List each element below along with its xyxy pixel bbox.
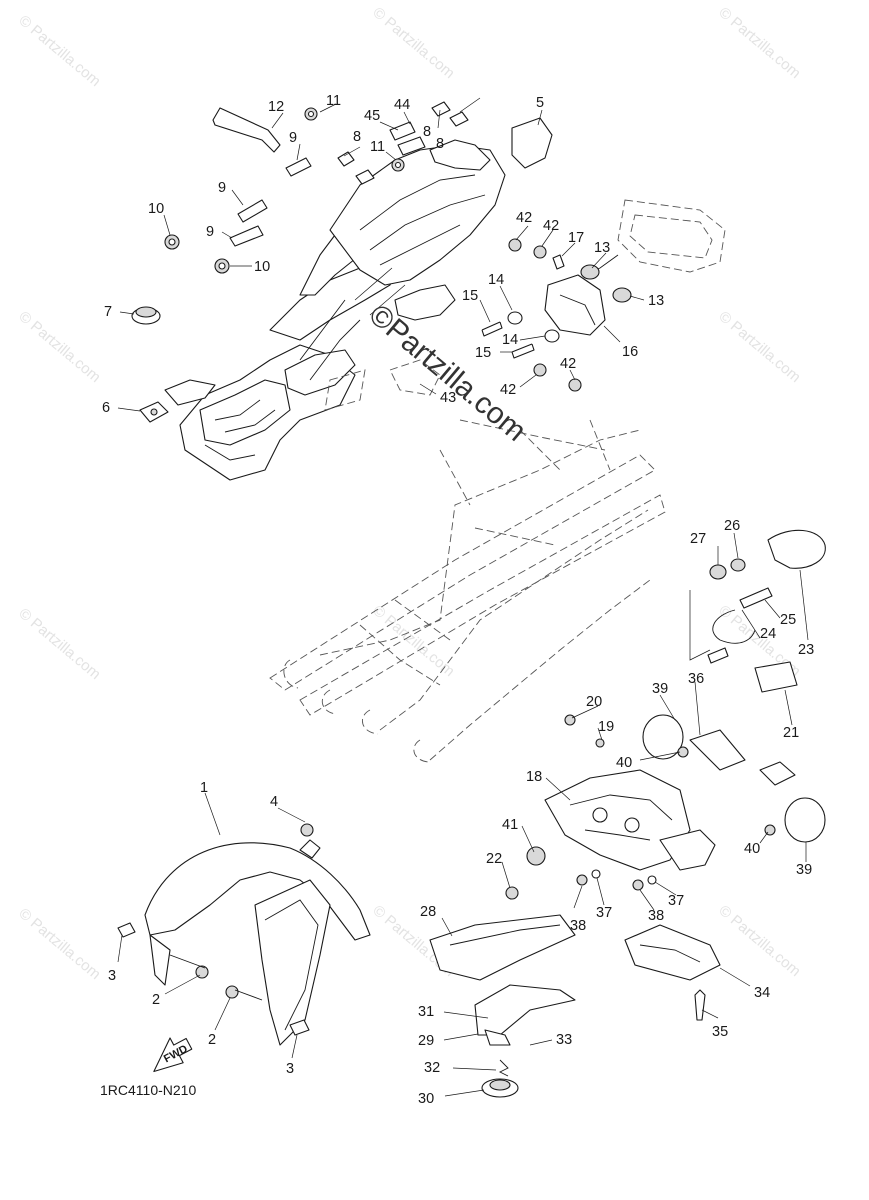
watermark: © Partzilla.com bbox=[715, 902, 803, 980]
rear-license-assembly bbox=[429, 529, 826, 1098]
callout-label: 44 bbox=[394, 97, 410, 113]
callout-label: 33 bbox=[556, 1032, 572, 1048]
callout-label: 25 bbox=[780, 612, 796, 628]
watermark-main: ©Partzilla.com bbox=[363, 298, 533, 448]
callout-label: 20 bbox=[586, 694, 602, 710]
callout-label: 22 bbox=[486, 851, 502, 867]
callout-label: 11 bbox=[370, 139, 385, 155]
callout-label: 14 bbox=[502, 332, 518, 348]
callout-label: 16 bbox=[622, 344, 638, 360]
callout-label: 15 bbox=[462, 288, 478, 304]
callout-label: 23 bbox=[798, 642, 814, 658]
callout-label: 3 bbox=[286, 1061, 294, 1077]
callout-label: 36 bbox=[688, 671, 704, 687]
callout-label: 9 bbox=[206, 224, 214, 240]
part-6-clip bbox=[139, 401, 169, 423]
callout-label: 6 bbox=[102, 400, 110, 416]
rear-fender-assembly bbox=[164, 139, 506, 481]
callout-label: 9 bbox=[289, 130, 297, 146]
callout-label: 42 bbox=[516, 210, 532, 226]
callout-label: 2 bbox=[208, 1032, 216, 1048]
watermark: © Partzilla.com bbox=[715, 308, 803, 386]
callout-label: 2 bbox=[152, 992, 160, 1008]
watermark: © Partzilla.com bbox=[15, 905, 103, 983]
callout-label: 31 bbox=[418, 1004, 434, 1020]
watermark: © Partzilla.com bbox=[369, 602, 457, 680]
part-12-handle bbox=[212, 107, 281, 153]
callout-label: 35 bbox=[712, 1024, 728, 1040]
callout-label: 10 bbox=[148, 201, 164, 217]
watermark: © Partzilla.com bbox=[15, 12, 103, 90]
callout-label: 21 bbox=[783, 725, 799, 741]
callout-label: 39 bbox=[652, 681, 668, 697]
callout-label: 8 bbox=[353, 129, 361, 145]
callout-label: 40 bbox=[744, 841, 760, 857]
watermark: © Partzilla.com bbox=[15, 308, 103, 386]
part-9-rubber-strips bbox=[229, 157, 312, 247]
callout-label: 4 bbox=[270, 794, 278, 810]
watermark: © Partzilla.com bbox=[369, 4, 457, 82]
part-5-cover bbox=[511, 117, 553, 169]
diagram-code: 1RC4110-N210 bbox=[100, 1082, 196, 1098]
callout-label: 34 bbox=[754, 985, 770, 1001]
callout-label: 39 bbox=[796, 862, 812, 878]
callout-label: 40 bbox=[616, 755, 632, 771]
callout-label: 18 bbox=[526, 769, 542, 785]
callout-label: 26 bbox=[724, 518, 740, 534]
callout-label: 42 bbox=[543, 218, 559, 234]
callout-label: 13 bbox=[594, 240, 610, 256]
part-7-plug bbox=[131, 306, 161, 325]
callout-label: 42 bbox=[560, 356, 576, 372]
callout-label: 24 bbox=[760, 626, 776, 642]
callout-label: 8 bbox=[423, 124, 431, 140]
leader-lines bbox=[117, 97, 809, 1097]
callout-label: 38 bbox=[570, 918, 586, 934]
callout-label: 8 bbox=[436, 136, 444, 152]
watermark: © Partzilla.com bbox=[15, 605, 103, 683]
callout-label: 17 bbox=[568, 230, 584, 246]
callout-label: 43 bbox=[440, 390, 456, 406]
callout-label: 38 bbox=[648, 908, 664, 924]
part-44-45-pads bbox=[389, 121, 426, 156]
rear-frame bbox=[269, 419, 666, 763]
callout-label: 42 bbox=[500, 382, 516, 398]
callout-label: 10 bbox=[254, 259, 270, 275]
callout-label: 11 bbox=[326, 93, 341, 109]
callout-label: 27 bbox=[690, 531, 706, 547]
callout-label: 7 bbox=[104, 304, 112, 320]
callout-label: 37 bbox=[596, 905, 612, 921]
part-13-dampers bbox=[580, 264, 632, 303]
callout-label: 41 bbox=[502, 817, 518, 833]
callout-label: 45 bbox=[364, 108, 380, 124]
callout-label: 37 bbox=[668, 893, 684, 909]
callout-label: 32 bbox=[424, 1060, 440, 1076]
fwd-arrow: FWD bbox=[153, 1037, 193, 1073]
front-fender bbox=[117, 823, 371, 1046]
part-10-11-grommets bbox=[164, 107, 405, 274]
callout-label: 30 bbox=[418, 1091, 434, 1107]
callout-label: 29 bbox=[418, 1033, 434, 1049]
callout-label: 5 bbox=[536, 95, 544, 111]
watermark: © Partzilla.com bbox=[715, 4, 803, 82]
callout-label: 3 bbox=[108, 968, 116, 984]
callout-label: 12 bbox=[268, 99, 284, 115]
callout-label: 14 bbox=[488, 272, 504, 288]
callout-label: 19 bbox=[598, 719, 614, 735]
tail-light-assembly bbox=[544, 199, 726, 336]
part-8-clip-nuts bbox=[337, 101, 469, 185]
callout-label: 13 bbox=[648, 293, 664, 309]
callout-label: 28 bbox=[420, 904, 436, 920]
callout-label: 1 bbox=[200, 780, 208, 796]
callout-labels: 12 11 9 9 9 10 10 7 6 8 11 45 44 8 8 5 4… bbox=[100, 93, 814, 1107]
part-14-15-17-42-fasteners bbox=[481, 238, 582, 392]
callout-label: 15 bbox=[475, 345, 491, 361]
callout-label: 9 bbox=[218, 180, 226, 196]
